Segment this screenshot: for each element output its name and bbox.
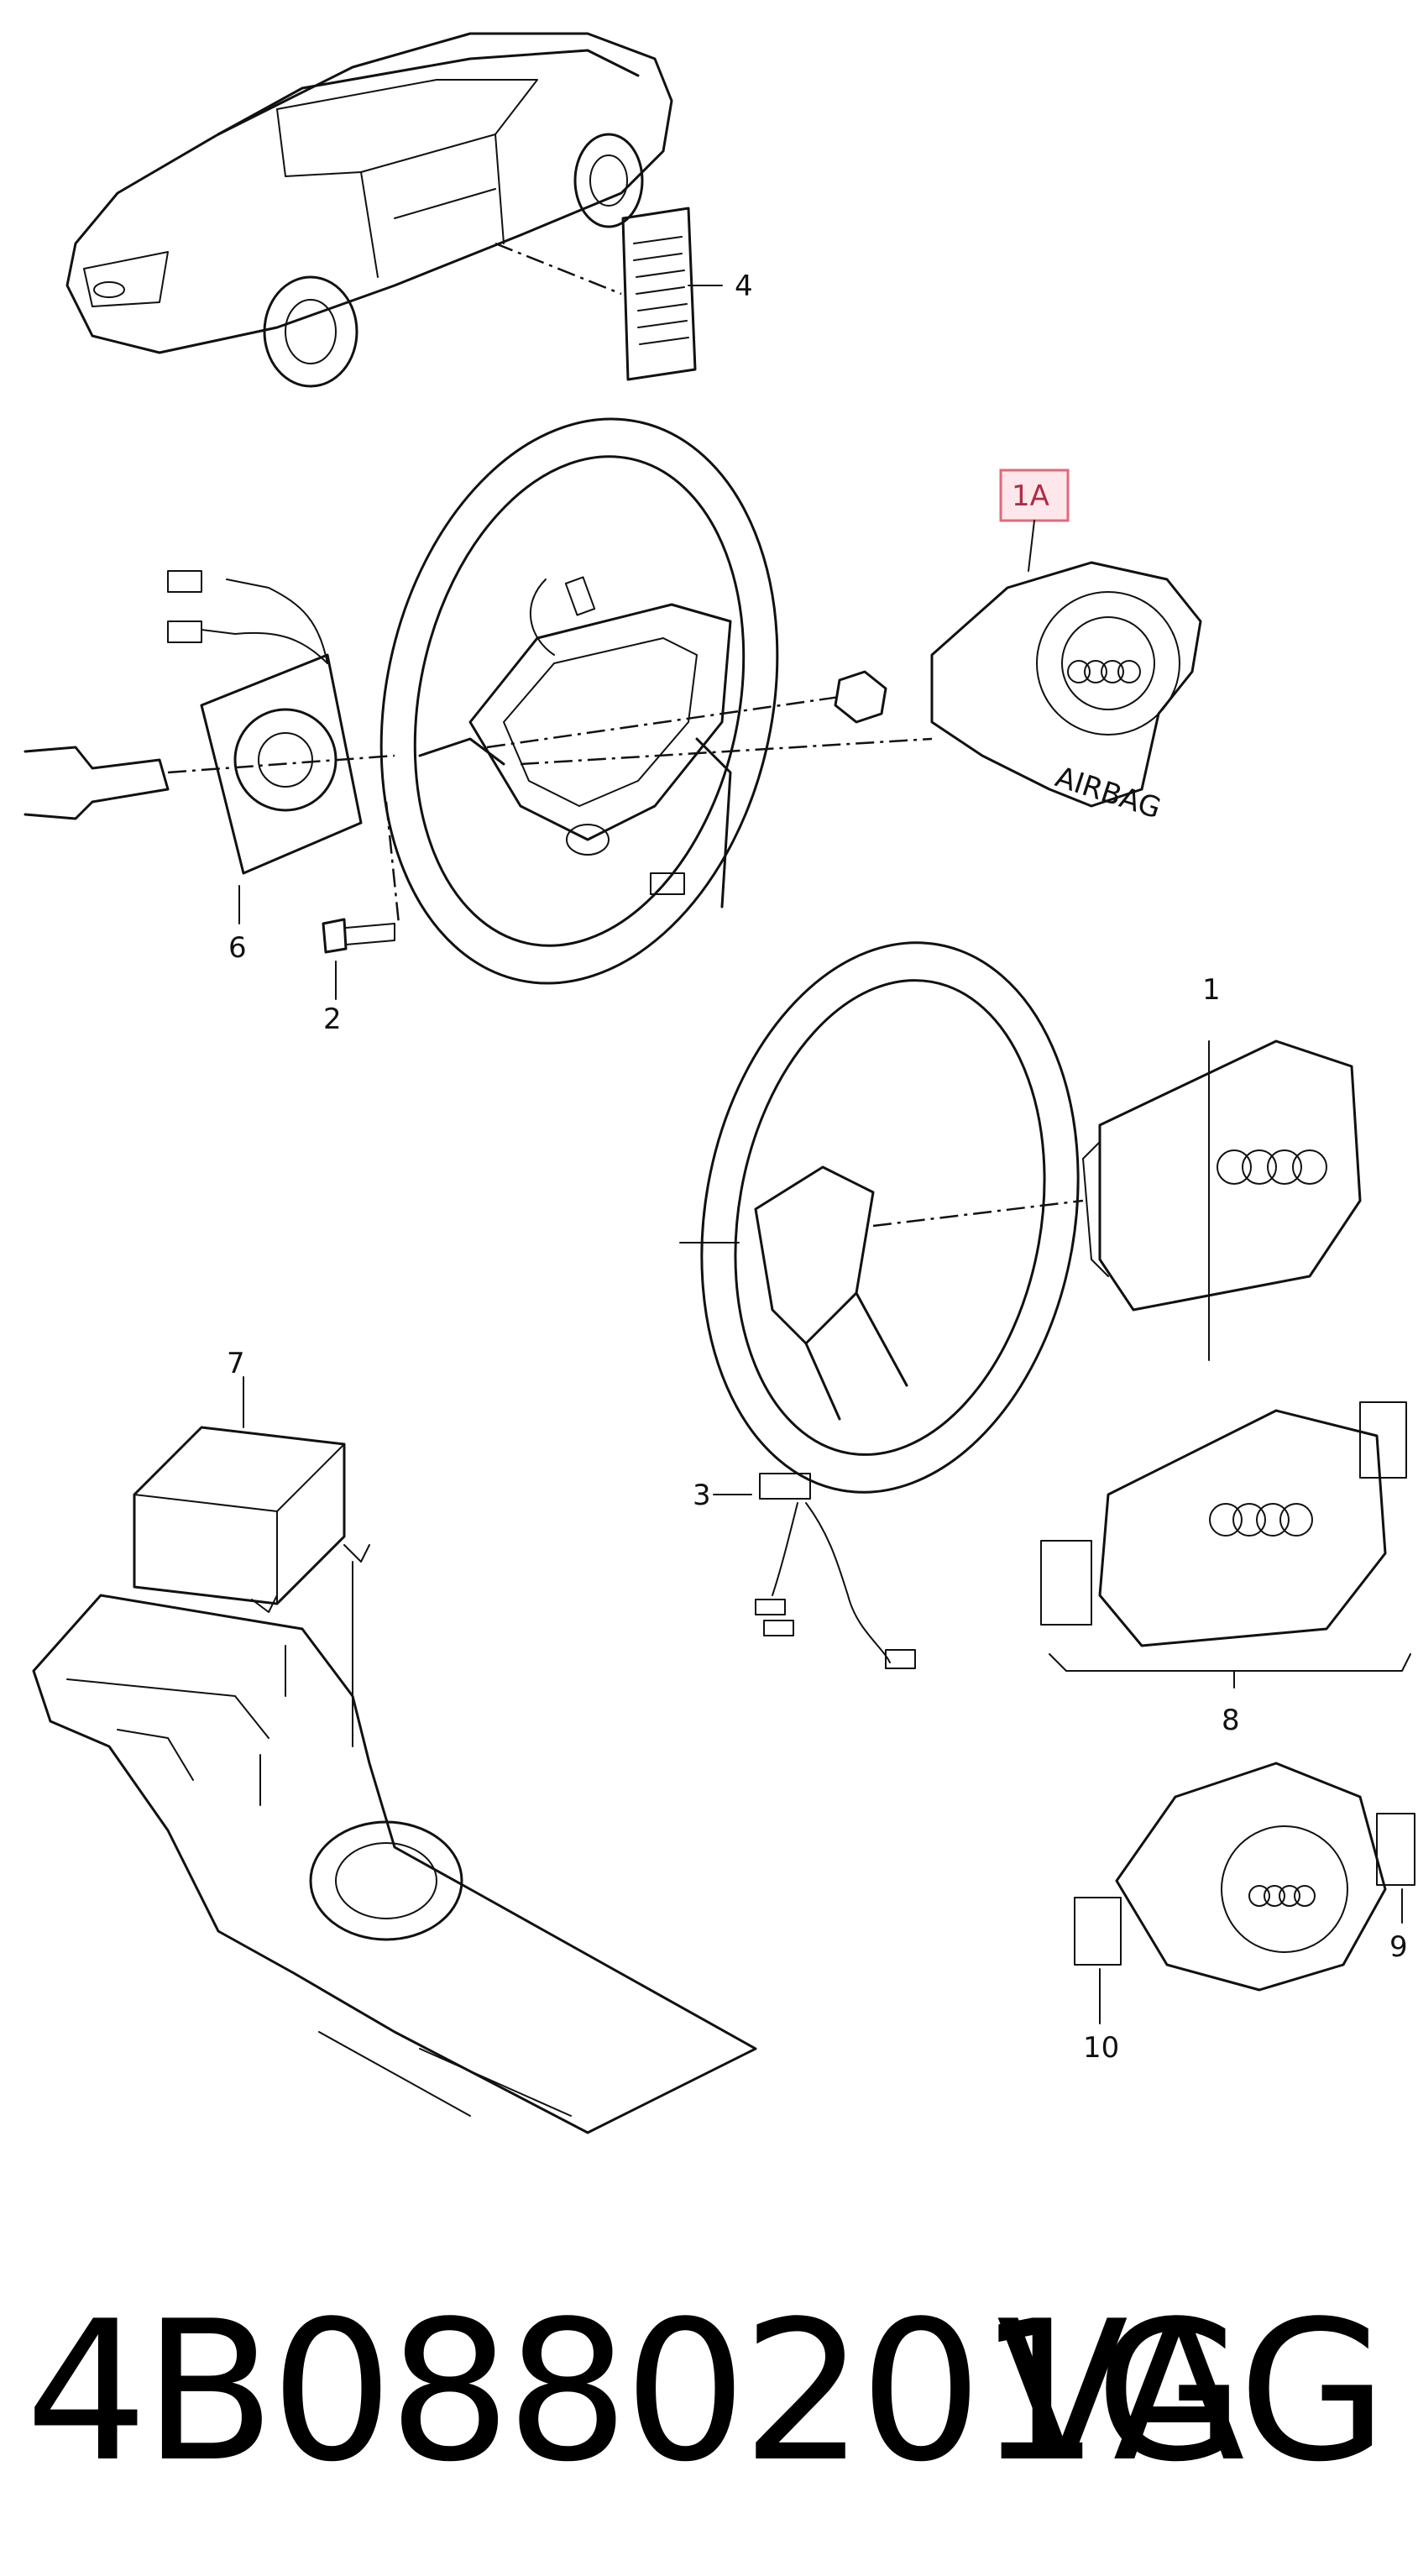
clock-spring <box>24 570 395 924</box>
airbag-control-unit <box>133 1376 370 1613</box>
bolt <box>322 801 400 1000</box>
callout-8: 8 <box>1222 1704 1240 1737</box>
callout-9: 9 <box>1389 1930 1408 1964</box>
airbag-unit-1a: AIRBAG <box>486 561 1202 826</box>
callout-10: 10 <box>1083 2031 1119 2065</box>
audi-rings <box>1067 660 1141 683</box>
car-illustration <box>65 32 673 388</box>
airbag-label: AIRBAG <box>1051 761 1164 826</box>
airbag-with-switches-2 <box>1074 1762 1415 2024</box>
callout-4: 4 <box>735 270 753 303</box>
audi-rings-lower <box>1217 1149 1327 1185</box>
part-number: 4B0880201G <box>25 2280 1245 2505</box>
callout-1a: 1A <box>1012 479 1049 513</box>
steering-wheel-lower <box>679 941 1362 1494</box>
audi-rings-8 <box>1209 1503 1313 1537</box>
center-console <box>32 1561 757 2134</box>
callout-7: 7 <box>227 1347 245 1380</box>
label-sticker <box>621 207 723 381</box>
callout-6: 6 <box>228 931 247 965</box>
airbag-with-switches <box>1040 1401 1411 1689</box>
brand-name: VAG <box>996 2280 1388 2505</box>
callout-2: 2 <box>323 1003 342 1036</box>
wiring-harness <box>713 1473 916 1669</box>
steering-wheel-upper <box>379 417 779 985</box>
callout-1: 1 <box>1202 973 1221 1007</box>
footer: 4B0880201G VAG <box>0 2267 1418 2519</box>
callout-labels: 4 1A 1 6 2 7 3 8 9 10 <box>227 270 1408 2065</box>
callout-3: 3 <box>693 1479 711 1512</box>
audi-rings-9 <box>1248 1885 1316 1907</box>
